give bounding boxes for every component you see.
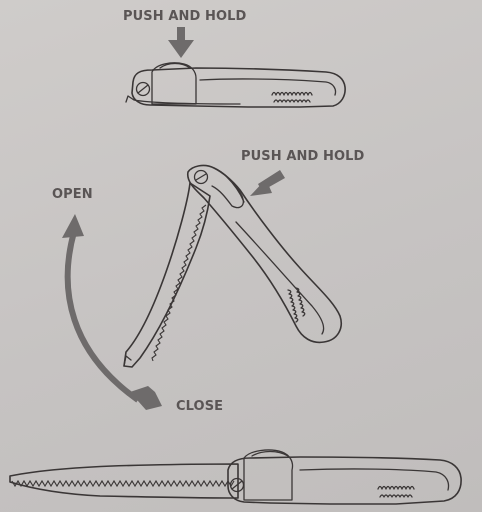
lock-button-ridge bbox=[225, 175, 245, 203]
open-close-arrow-curve bbox=[64, 231, 140, 403]
lock-button-top bbox=[251, 450, 289, 457]
grip-ridges bbox=[271, 91, 313, 96]
close-label: CLOSE bbox=[176, 399, 224, 414]
push-and-hold-label-top: PUSH AND HOLD bbox=[123, 9, 247, 24]
lock-button bbox=[243, 449, 294, 501]
grip-ridges-lower bbox=[273, 99, 311, 103]
lock-button bbox=[151, 62, 197, 105]
handle-inner-line bbox=[199, 78, 337, 96]
grip-ridges-lower bbox=[295, 287, 306, 317]
open-arrowhead bbox=[62, 214, 84, 238]
handle-body bbox=[131, 67, 346, 108]
push-and-hold-label-middle: PUSH AND HOLD bbox=[241, 149, 365, 164]
handle-body bbox=[227, 456, 462, 505]
blade-tip bbox=[123, 355, 132, 367]
push-arrow-top bbox=[168, 27, 194, 58]
handle-inner-line bbox=[299, 468, 450, 491]
blade-spine bbox=[125, 95, 241, 105]
open-close-arrow bbox=[62, 214, 162, 410]
push-arrow-middle bbox=[250, 170, 285, 196]
saw-open bbox=[9, 449, 462, 505]
saw-closed bbox=[125, 27, 346, 108]
grip-ridges bbox=[377, 485, 415, 490]
saw-blade bbox=[9, 463, 239, 499]
close-arrowhead bbox=[130, 386, 162, 410]
saw-half-open bbox=[123, 164, 342, 368]
grip-ridges-lower bbox=[379, 494, 413, 498]
handle-inner-line bbox=[235, 221, 325, 335]
pivot-screw-icon bbox=[193, 169, 209, 185]
lock-button-top bbox=[159, 62, 191, 69]
saw-teeth bbox=[151, 204, 207, 362]
saw-teeth bbox=[11, 479, 235, 488]
grip-ridges bbox=[287, 289, 299, 323]
pivot-screw-icon bbox=[135, 81, 151, 97]
pivot-screw-icon bbox=[229, 477, 245, 493]
open-label: OPEN bbox=[52, 187, 93, 202]
saw-blade bbox=[123, 182, 211, 368]
